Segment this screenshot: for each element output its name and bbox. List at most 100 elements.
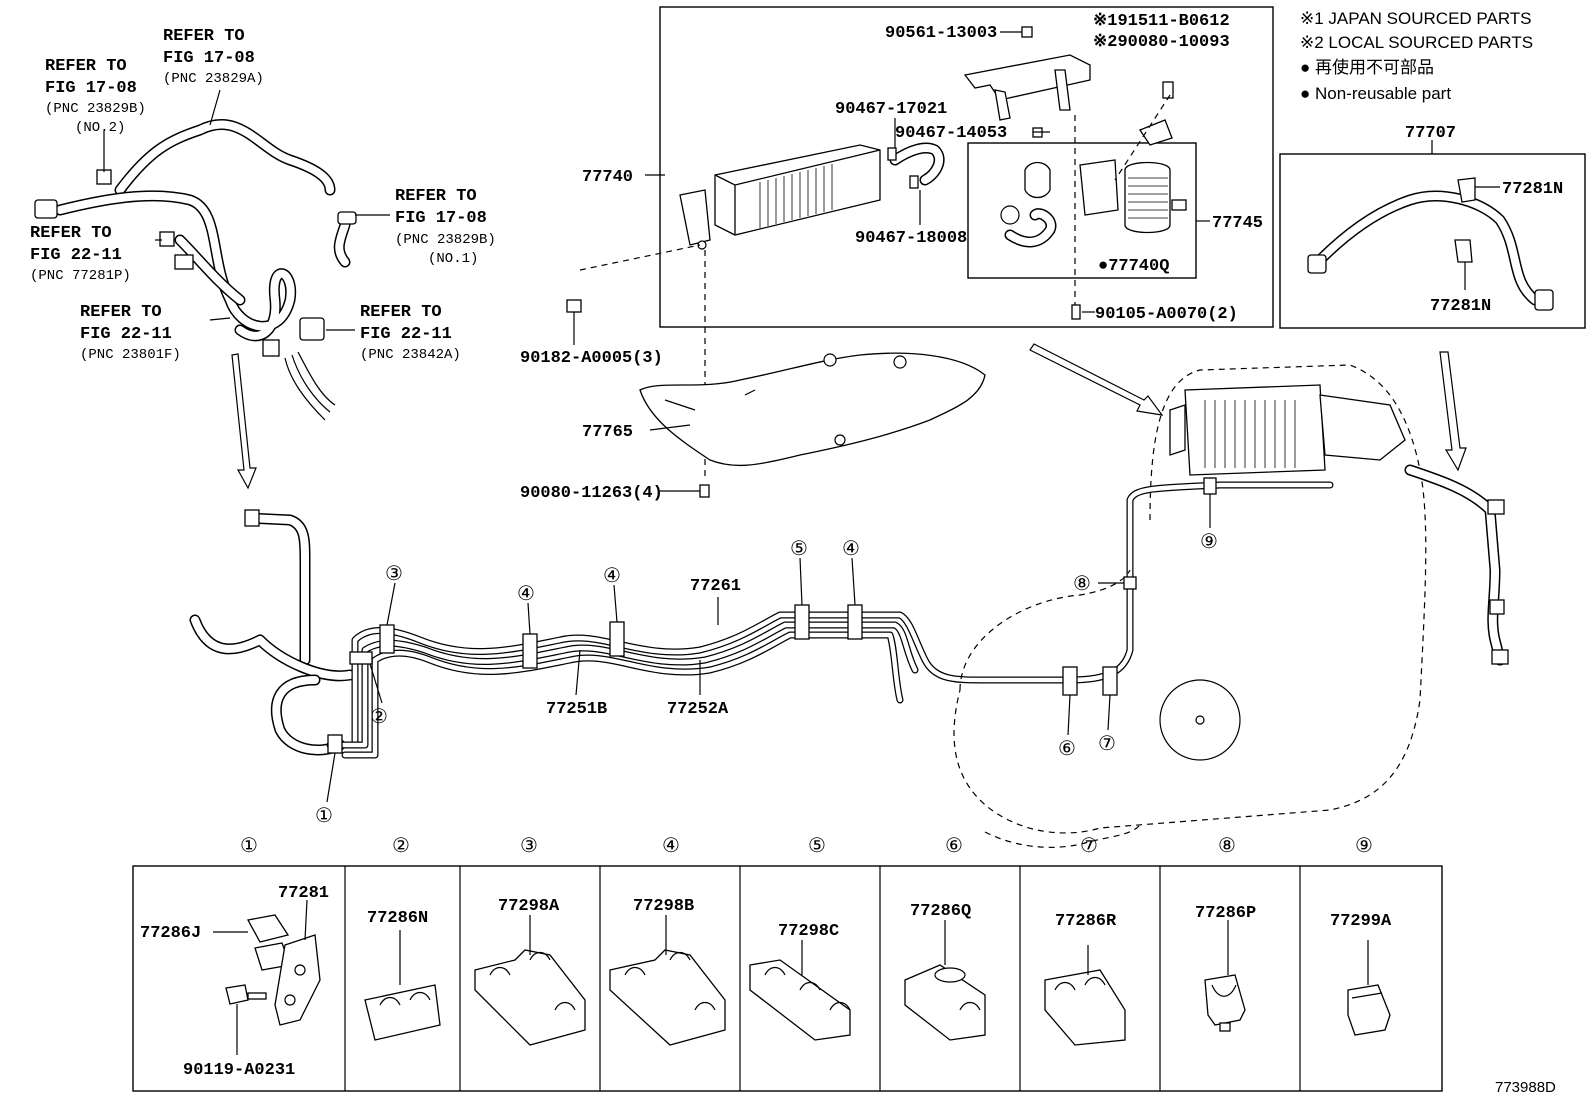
ref1-line1: REFER TO <box>163 27 245 46</box>
figure-id: 773988D <box>1495 1079 1556 1096</box>
protector-labels: 90182-A0005(3) 77765 90080-11263(4) <box>520 349 663 503</box>
label-90467-14053: 90467-14053 <box>895 124 1007 143</box>
table-col-1-num: ① <box>240 836 258 859</box>
top-left-hoses <box>34 89 390 490</box>
ref4-line3: (PNC 77281P) <box>30 268 131 284</box>
legend-non-reusable-jp: ● 再使用不可部品 <box>1300 57 1434 77</box>
canister-detail <box>579 6 1274 480</box>
clip-77286n <box>364 984 441 1041</box>
legend-non-reusable-en: ● Non-reusable part <box>1300 84 1451 103</box>
ref5-line1: REFER TO <box>80 303 162 322</box>
clamp-2 <box>349 651 373 665</box>
callout-9: ⑨ <box>1200 532 1218 555</box>
ref2-line2: FIG 17-08 <box>45 79 137 98</box>
diagram-callouts: ① ② ③ ④ ④ ⑤ ④ ⑥ ⑦ ⑧ ⑨ <box>315 532 1218 829</box>
legend-japan-sourced: ※1 JAPAN SOURCED PARTS <box>1300 9 1532 28</box>
canister-protector <box>566 299 986 498</box>
label-90467-17021: 90467-17021 <box>835 100 947 119</box>
ref3-line1: REFER TO <box>395 187 477 206</box>
label-77765: 77765 <box>582 423 633 442</box>
clamp-3 <box>379 624 395 654</box>
label-77252a: 77252A <box>667 700 729 719</box>
hose-77707-detail <box>1279 140 1586 329</box>
ref2-line4: (NO.2) <box>75 120 125 136</box>
table-label-77286r: 77286R <box>1055 912 1117 931</box>
table-label-77286n: 77286N <box>367 909 428 928</box>
clamp-6 <box>1062 666 1078 696</box>
table-label-77281: 77281 <box>278 884 329 903</box>
callout-6: ⑥ <box>1058 739 1076 762</box>
label-90561-13003: 90561-13003 <box>885 24 997 43</box>
ref6-line1: REFER TO <box>360 303 442 322</box>
table-label-77286p: 77286P <box>1195 904 1256 923</box>
label-290080-10093: ※290080-10093 <box>1093 33 1230 52</box>
canister-labels: 90561-13003 ※191511-B0612 ※290080-10093 … <box>582 12 1263 324</box>
callout-2: ② <box>370 707 388 730</box>
ref1-line2: FIG 17-08 <box>163 49 255 68</box>
clamp-table: ① ② ③ ④ ⑤ ⑥ ⑦ ⑧ ⑨ 77281 77286J 90119-A02… <box>132 824 1443 1092</box>
callout-4a: ④ <box>517 584 535 607</box>
clamp-7 <box>1102 666 1118 696</box>
fuel-line-labels: 77261 77251B 77252A <box>546 577 741 719</box>
label-77740q: ●77740Q <box>1098 257 1169 276</box>
table-col-2-num: ② <box>392 836 410 859</box>
label-90105-a0070: 90105-A0070(2) <box>1095 305 1238 324</box>
ref3-line2: FIG 17-08 <box>395 209 487 228</box>
charcoal-canister <box>679 144 881 250</box>
bolt-90119 <box>225 984 249 1005</box>
clamp-5 <box>794 604 810 640</box>
label-77740: 77740 <box>582 168 633 187</box>
ref4-line2: FIG 22-11 <box>30 246 122 265</box>
clamp-8 <box>1123 576 1137 590</box>
table-col-3-num: ③ <box>520 836 538 859</box>
clamp-4c <box>847 604 863 640</box>
table-col-5-num: ⑤ <box>808 836 826 859</box>
label-77281n-top: 77281N <box>1502 180 1563 199</box>
table-label-90119-a0231: 90119-A0231 <box>183 1061 295 1080</box>
ref3-line4: (NO.1) <box>428 251 478 267</box>
clip-77286j <box>247 914 290 943</box>
table-label-77298b: 77298B <box>633 897 694 916</box>
label-77281n-bottom: 77281N <box>1430 297 1491 316</box>
callout-7: ⑦ <box>1098 734 1116 757</box>
label-77707: 77707 <box>1405 124 1456 143</box>
legend: ※1 JAPAN SOURCED PARTS ※2 LOCAL SOURCED … <box>1300 9 1533 103</box>
ref2-line1: REFER TO <box>45 57 127 76</box>
clamp-table-frame <box>132 865 1443 1092</box>
table-col-7-num: ⑦ <box>1080 836 1098 859</box>
label-90467-18008: 90467-18008 <box>855 229 967 248</box>
ref6-line3: (PNC 23842A) <box>360 347 461 363</box>
clip-77286r <box>1044 969 1126 1046</box>
arrow-to-hose <box>1439 351 1467 472</box>
ref1-line3: (PNC 23829A) <box>163 71 264 87</box>
ref2-line3: (PNC 23829B) <box>45 101 146 117</box>
ref4-line1: REFER TO <box>30 224 112 243</box>
label-191511-b0612: ※191511-B0612 <box>1093 12 1230 31</box>
label-90182-a0005: 90182-A0005(3) <box>520 349 663 368</box>
table-label-77286q: 77286Q <box>910 902 971 921</box>
callout-4b: ④ <box>603 566 621 589</box>
label-77251b: 77251B <box>546 700 607 719</box>
callout-8: ⑧ <box>1073 574 1091 597</box>
ref5-line3: (PNC 23801F) <box>80 347 181 363</box>
clip-77298a <box>474 949 586 1046</box>
callout-3: ③ <box>385 564 403 587</box>
canister-subassembly-frame <box>967 142 1197 279</box>
ref6-line2: FIG 22-11 <box>360 325 452 344</box>
ref3-line3: (PNC 23829B) <box>395 232 496 248</box>
table-label-77299a: 77299A <box>1330 912 1392 931</box>
callout-1: ① <box>315 806 333 829</box>
main-fuel-lines <box>189 364 1509 834</box>
clamp-4b <box>609 621 625 657</box>
canister-detail-frame <box>659 6 1274 328</box>
legend-local-sourced: ※2 LOCAL SOURCED PARTS <box>1300 33 1533 52</box>
clip-77298c <box>749 959 851 1041</box>
callout-4c: ④ <box>842 539 860 562</box>
callout-5: ⑤ <box>790 539 808 562</box>
table-col-6-num: ⑥ <box>945 836 963 859</box>
ref5-line2: FIG 22-11 <box>80 325 172 344</box>
clamp-9 <box>1203 477 1217 495</box>
clip-77286q <box>904 964 986 1041</box>
table-label-77298c: 77298C <box>778 922 839 941</box>
